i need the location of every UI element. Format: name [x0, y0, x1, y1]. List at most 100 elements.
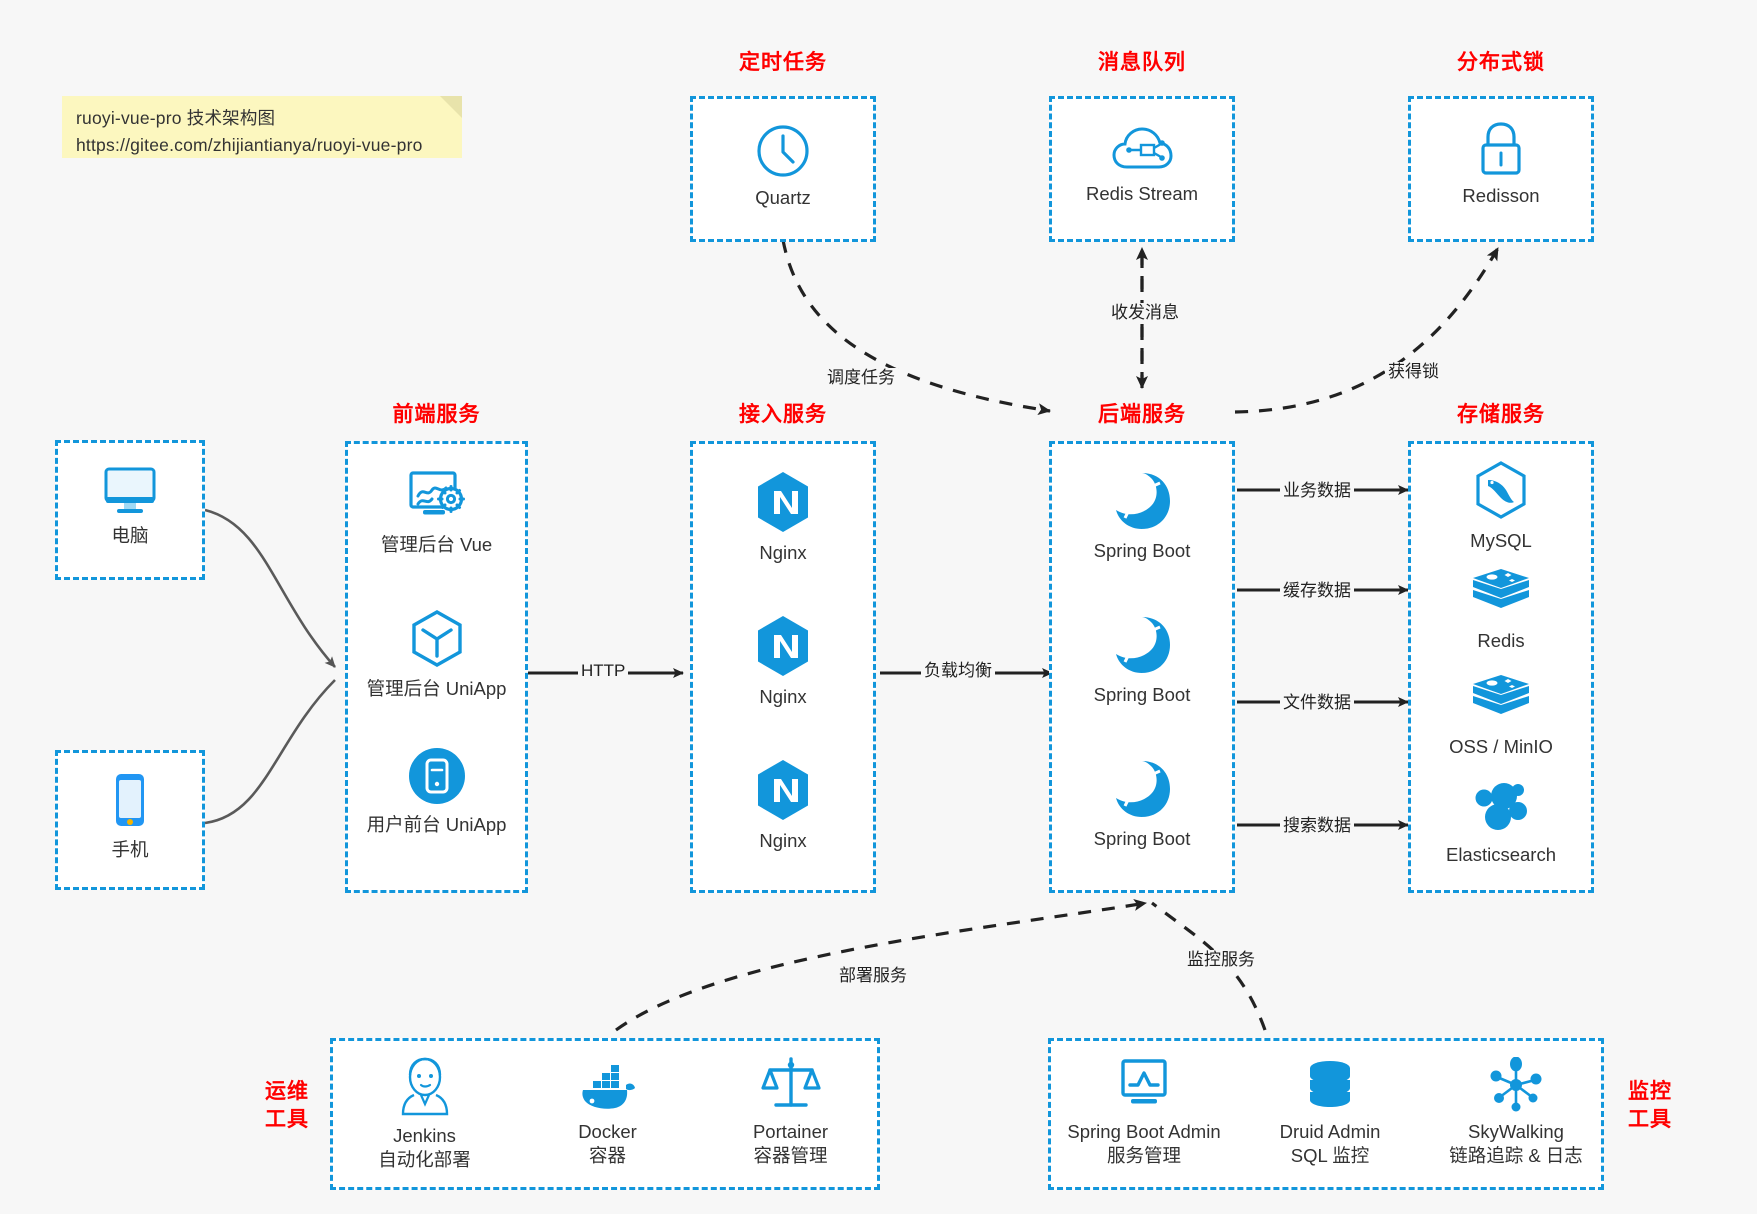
- node-user-uniapp[interactable]: 用户前台 UniApp: [348, 746, 525, 837]
- druid-icon: [1310, 1061, 1350, 1107]
- node-sublabel: 服务管理: [1106, 1145, 1181, 1167]
- node-label: Nginx: [759, 542, 807, 563]
- spring-boot-icon: [1116, 617, 1170, 673]
- node-sublabel: SQL 监控: [1290, 1145, 1370, 1167]
- group-box-backend: Spring Boot Spring Boot Spring Boot: [1049, 441, 1235, 893]
- group-title-scheduler: 定时任务: [739, 51, 827, 74]
- node-admin-vue[interactable]: 管理后台 Vue: [348, 468, 525, 557]
- spring-boot-icon: [1116, 761, 1170, 817]
- group-box-mq: Redis Stream: [1049, 96, 1235, 242]
- group-title-monitor-line1: 监控: [1628, 1080, 1672, 1103]
- group-title-backend: 后端服务: [1098, 403, 1186, 426]
- node-admin-uniapp[interactable]: 管理后台 UniApp: [348, 608, 525, 701]
- node-label: 用户前台 UniApp: [366, 814, 507, 835]
- group-box-frontend: 管理后台 Vue 管理后台 UniApp 用户前台 UniApp: [345, 441, 528, 893]
- cloud-stream-icon: [1112, 127, 1173, 169]
- group-box-gateway: Nginx Nginx Nginx: [690, 441, 876, 893]
- node-label: MySQL: [1470, 530, 1532, 551]
- node-nginx-2[interactable]: Nginx: [693, 614, 873, 709]
- node-jenkins[interactable]: Jenkins 自动化部署: [333, 1055, 516, 1172]
- edge-label-monitor-service: 监控服务: [1184, 950, 1258, 971]
- node-nginx-3[interactable]: Nginx: [693, 758, 873, 853]
- group-title-devops-line1: 运维: [265, 1080, 309, 1103]
- uniapp-icon: [411, 610, 462, 667]
- edge-label-deploy-service: 部署服务: [836, 966, 910, 987]
- node-sublabel: 链路追踪 & 日志: [1449, 1145, 1583, 1167]
- group-title-monitor: 监控 工具: [1618, 1078, 1682, 1133]
- node-sublabel: 自动化部署: [378, 1149, 471, 1171]
- node-label: Spring Boot Admin: [1067, 1121, 1221, 1142]
- edge-label-cache-data: 缓存数据: [1280, 581, 1354, 602]
- redis-icon: [1473, 569, 1529, 608]
- node-label: Druid Admin: [1279, 1121, 1381, 1142]
- node-quartz[interactable]: Quartz: [693, 123, 873, 210]
- group-title-frontend: 前端服务: [392, 403, 481, 426]
- edge-label-http: HTTP: [578, 661, 629, 682]
- node-spring-boot-admin[interactable]: Spring Boot Admin 服务管理: [1051, 1057, 1237, 1168]
- oss-icon: [1473, 675, 1529, 714]
- clock-icon: [757, 125, 809, 177]
- node-spring-boot-3[interactable]: Spring Boot: [1052, 758, 1232, 851]
- node-redis-stream[interactable]: Redis Stream: [1052, 123, 1232, 206]
- jenkins-icon: [401, 1057, 448, 1116]
- note-url: https://gitee.com/zhijiantianya/ruoyi-vu…: [76, 135, 423, 156]
- node-label: Spring Boot: [1093, 684, 1191, 705]
- edge-label-file-data: 文件数据: [1280, 693, 1354, 714]
- edge-label-send-receive-message: 收发消息: [1108, 303, 1182, 324]
- node-docker[interactable]: Docker 容器: [516, 1063, 699, 1168]
- node-skywalking[interactable]: SkyWalking 链路追踪 & 日志: [1423, 1057, 1609, 1168]
- group-box-scheduler: Quartz: [690, 96, 876, 242]
- node-label: 手机: [111, 839, 149, 860]
- nginx-icon: [758, 616, 808, 676]
- lock-icon: [1481, 122, 1521, 175]
- group-title-devops: 运维 工具: [255, 1078, 319, 1133]
- elasticsearch-icon: [1475, 783, 1527, 830]
- node-druid-admin[interactable]: Druid Admin SQL 监控: [1237, 1059, 1423, 1168]
- node-redis[interactable]: Redis: [1411, 566, 1591, 653]
- node-elasticsearch[interactable]: Elasticsearch: [1411, 778, 1591, 867]
- skywalking-icon: [1490, 1057, 1542, 1112]
- spring-boot-admin-icon: [1121, 1059, 1167, 1104]
- group-title-storage: 存储服务: [1457, 403, 1545, 426]
- node-label: Redis: [1477, 630, 1525, 651]
- node-label: Nginx: [759, 830, 807, 851]
- node-spring-boot-2[interactable]: Spring Boot: [1052, 614, 1232, 707]
- node-redisson[interactable]: Redisson: [1411, 121, 1591, 208]
- mobile-app-icon: [408, 748, 465, 804]
- node-mysql[interactable]: MySQL: [1411, 460, 1591, 553]
- node-label: Elasticsearch: [1445, 844, 1556, 865]
- nginx-icon: [758, 760, 808, 820]
- edge-label-load-balance: 负载均衡: [921, 661, 995, 682]
- node-label: Redis Stream: [1085, 183, 1199, 204]
- mobile-icon: [116, 774, 144, 826]
- node-label: Redisson: [1462, 185, 1540, 206]
- nginx-icon: [758, 472, 808, 532]
- node-oss-minio[interactable]: OSS / MinIO: [1411, 672, 1591, 759]
- group-title-gateway: 接入服务: [739, 403, 827, 426]
- node-label: 管理后台 UniApp: [366, 678, 507, 699]
- node-label: Portainer: [752, 1121, 829, 1142]
- node-label: Spring Boot: [1093, 828, 1191, 849]
- node-label: 电脑: [111, 525, 149, 546]
- group-box-client-mobile: 手机: [55, 750, 205, 890]
- node-portainer[interactable]: Portainer 容器管理: [699, 1055, 882, 1168]
- mysql-icon: [1476, 461, 1526, 519]
- node-label: Jenkins: [393, 1125, 456, 1146]
- edge-label-business-data: 业务数据: [1280, 481, 1354, 502]
- node-label: Quartz: [755, 187, 811, 208]
- note-title: ruoyi-vue-pro 技术架构图: [76, 108, 276, 128]
- portainer-icon: [760, 1057, 821, 1107]
- group-title-monitor-line2: 工具: [1628, 1107, 1672, 1131]
- docker-icon: [581, 1065, 635, 1109]
- node-label: SkyWalking: [1468, 1121, 1564, 1142]
- node-sublabel: 容器: [588, 1145, 626, 1167]
- group-title-devops-line2: 工具: [265, 1107, 309, 1131]
- spring-boot-icon: [1116, 473, 1170, 529]
- node-label: 管理后台 Vue: [380, 534, 493, 555]
- node-mobile[interactable]: 手机: [58, 771, 202, 862]
- node-label: Nginx: [759, 686, 807, 707]
- edge-label-acquire-lock: 获得锁: [1385, 362, 1442, 383]
- node-spring-boot-1[interactable]: Spring Boot: [1052, 470, 1232, 563]
- node-desktop[interactable]: 电脑: [58, 463, 202, 548]
- node-nginx-1[interactable]: Nginx: [693, 470, 873, 565]
